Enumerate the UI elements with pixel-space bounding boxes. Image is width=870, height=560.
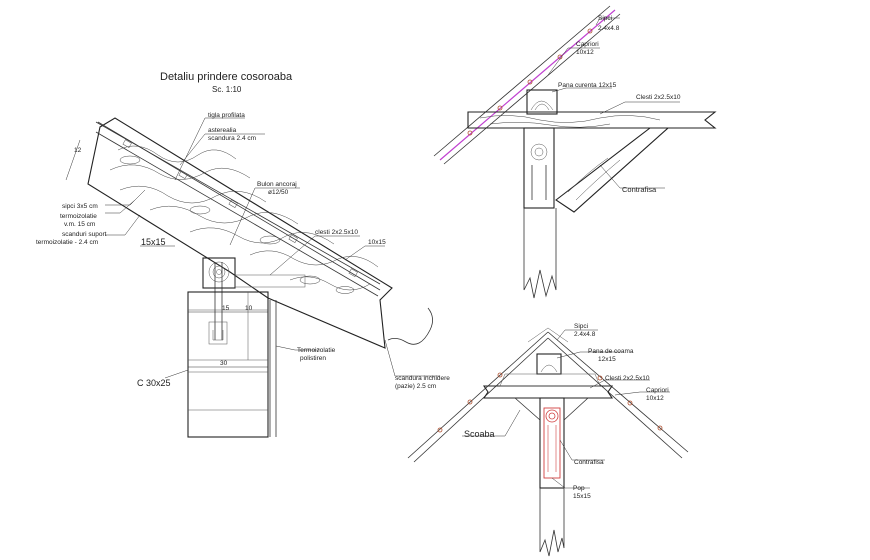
label-scoaba: Scoaba bbox=[464, 429, 495, 439]
label-sipci-bottom: Sipci bbox=[574, 323, 588, 330]
detail-top-right: Sipci 2.4x4.8 Capriori 10x12 Pana curent… bbox=[433, 5, 717, 299]
ridge-rafters bbox=[407, 327, 689, 463]
label-capriori-bottom: Capriori bbox=[646, 387, 669, 394]
label-asterealia: asterealia bbox=[208, 127, 237, 134]
label-dim-15: 15 bbox=[222, 305, 230, 312]
label-scandura: scandura inchidere bbox=[395, 375, 450, 382]
label-scandura-2: (pazie) 2.5 cm bbox=[395, 383, 436, 390]
label-contrafisa-bottom: Contrafisa bbox=[574, 459, 604, 466]
anchor-bolt bbox=[208, 262, 228, 345]
wall-plate bbox=[202, 257, 236, 289]
label-pana-bottom: Pana de coama bbox=[588, 348, 634, 355]
label-15x15: 15x15 bbox=[141, 237, 166, 247]
label-termoizolatie-b2: polistiren bbox=[300, 355, 326, 362]
wall-section bbox=[187, 291, 277, 438]
strut-top bbox=[555, 127, 670, 213]
label-capriori-top-2: 10x12 bbox=[576, 49, 594, 56]
label-sipci-top-2: 2.4x4.8 bbox=[598, 25, 620, 32]
label-bulon-2: ø12/50 bbox=[268, 189, 289, 196]
label-bulon: Bulon ancoraj bbox=[257, 181, 297, 188]
label-pana-bottom-2: 12x15 bbox=[598, 356, 616, 363]
gutter bbox=[387, 307, 433, 345]
purlin bbox=[526, 89, 558, 115]
label-tigla: tigla profilata bbox=[208, 112, 245, 119]
label-sipci-bottom-2: 2.4x4.8 bbox=[574, 331, 596, 338]
label-dim-12: 12 bbox=[74, 147, 82, 154]
leader-lines bbox=[105, 117, 440, 377]
label-pop-2: 15x15 bbox=[573, 493, 591, 500]
label-capriori-top: Capriori bbox=[576, 41, 599, 48]
label-pana-top: Pana curenta 12x15 bbox=[558, 82, 617, 89]
label-contrafisa-top: Contrafisa bbox=[622, 185, 657, 194]
label-sipci-top: Sipci bbox=[598, 15, 612, 22]
label-asterealia-2: scandura 2.4 cm bbox=[208, 135, 256, 142]
detail-scale: Sc. 1:10 bbox=[212, 85, 242, 94]
battens bbox=[122, 139, 358, 277]
detail-title: Detaliu prindere cosoroaba bbox=[160, 71, 293, 83]
tie-beam-bottom bbox=[482, 373, 614, 399]
label-termoizolatie-a2: v.m. 15 cm bbox=[64, 221, 95, 228]
tie-beam-top bbox=[467, 111, 717, 129]
label-dim-30: 30 bbox=[220, 360, 228, 367]
label-sipci: sipci 3x5 cm bbox=[62, 203, 98, 210]
tie-beam bbox=[234, 274, 306, 288]
label-scanduri-2: termoizolatie - 2.4 cm bbox=[36, 239, 98, 246]
label-scanduri: scanduri suport bbox=[62, 231, 107, 238]
post-bottom bbox=[539, 397, 565, 557]
label-clesti-top: Clesti 2x2.5x10 bbox=[636, 94, 681, 101]
label-clesti: clesti 2x2.5x10 bbox=[315, 229, 358, 236]
detail-bottom-right: Sipci 2.4x4.8 Pana de coama 12x15 Clesti… bbox=[407, 323, 689, 557]
label-termoizolatie-b: Termoizolatie bbox=[297, 347, 336, 354]
label-10x15: 10x15 bbox=[368, 239, 386, 246]
tile-line bbox=[95, 121, 381, 285]
label-pop: Pop bbox=[573, 485, 585, 492]
post-top bbox=[523, 127, 557, 299]
label-termoizolatie-a: termoizolatie bbox=[60, 213, 97, 220]
detail-cosoroaba: Detaliu prindere cosoroaba Sc. 1:10 bbox=[36, 71, 450, 438]
label-capriori-bottom-2: 10x12 bbox=[646, 395, 664, 402]
label-c30x25: C 30x25 bbox=[137, 378, 171, 388]
ridge-purlin bbox=[536, 353, 562, 375]
label-clesti-bottom: Clesti 2x2.5x10 bbox=[605, 375, 650, 382]
label-dim-10: 10 bbox=[245, 305, 253, 312]
ridge-nails bbox=[437, 372, 663, 433]
dimension-lines bbox=[65, 139, 268, 379]
